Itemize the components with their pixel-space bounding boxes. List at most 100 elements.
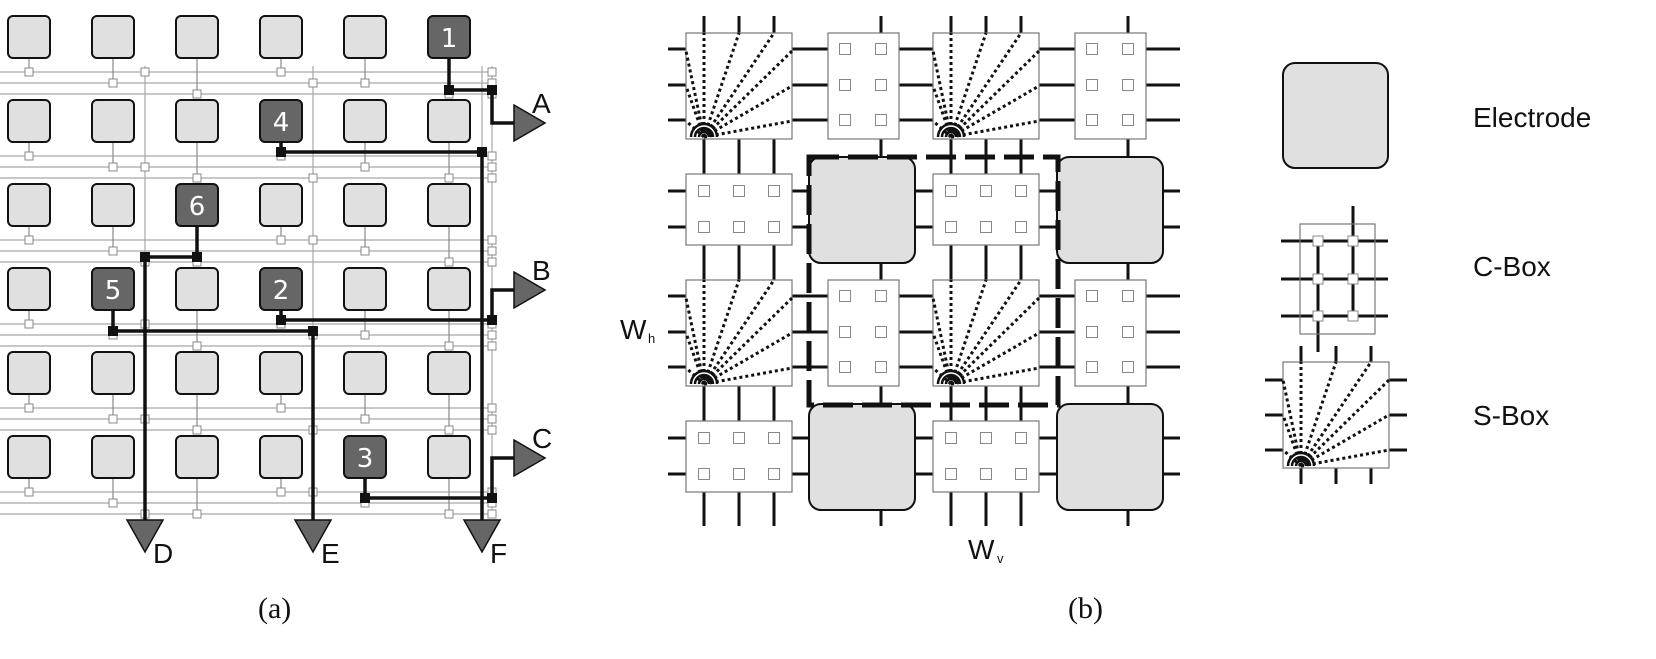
edge-switch <box>487 414 497 424</box>
c-box-switch <box>875 326 887 338</box>
electrode <box>175 99 219 143</box>
edge-switch <box>487 425 497 435</box>
electrode <box>259 435 303 479</box>
s-box <box>931 32 1041 140</box>
active-switch <box>276 147 286 157</box>
electrode <box>7 267 51 311</box>
c-box-switch <box>1015 185 1027 197</box>
electrode-number: 1 <box>441 24 458 54</box>
legend-cbox-label: C-Box <box>1473 251 1551 282</box>
c-box-switch <box>733 468 745 480</box>
track-switch <box>24 487 34 497</box>
switch-path <box>702 296 794 386</box>
electrode <box>91 15 135 59</box>
electrode <box>343 15 387 59</box>
switch-path <box>703 366 793 386</box>
arc <box>1294 459 1308 467</box>
output-port-icon <box>462 519 502 554</box>
arc <box>936 122 966 138</box>
c-box-switch <box>698 432 710 444</box>
arc <box>697 130 711 138</box>
electrode-number: 6 <box>189 192 206 222</box>
svg-text:v: v <box>997 551 1004 566</box>
electrode <box>808 403 916 511</box>
svg-text:h: h <box>648 331 655 346</box>
track-switch <box>24 235 34 245</box>
switch-path <box>1300 448 1390 468</box>
active-switch <box>276 315 286 325</box>
c-box-switch <box>839 79 851 91</box>
track-switch <box>360 78 370 88</box>
electrode <box>91 99 135 143</box>
c-box-switch <box>768 185 780 197</box>
legend-electrode-label: Electrode <box>1473 102 1591 133</box>
electrode-number: 4 <box>273 108 290 138</box>
c-box-switch <box>980 185 992 197</box>
output-label: D <box>153 538 173 569</box>
electrode-number: 5 <box>105 276 122 306</box>
c-box-switch <box>1086 290 1098 302</box>
panel-b <box>668 16 1180 526</box>
arc <box>944 130 958 138</box>
s-box <box>684 279 794 387</box>
track-switch <box>192 89 202 99</box>
electrode <box>1056 156 1164 264</box>
track-switch <box>140 67 150 77</box>
switch-path <box>950 84 1040 139</box>
track-switch <box>192 425 202 435</box>
switch-path <box>950 331 1040 386</box>
switch-path <box>949 279 1023 385</box>
electrode <box>427 99 471 143</box>
output-port-icon <box>513 270 547 310</box>
c-box <box>827 279 900 387</box>
c-box <box>685 173 793 246</box>
c-box-switch <box>1015 468 1027 480</box>
output-label: C <box>532 423 552 454</box>
c-box <box>685 420 793 493</box>
active-switch <box>487 493 497 503</box>
electrode <box>175 267 219 311</box>
edge-switch <box>487 151 497 161</box>
c-box-switch <box>1015 221 1027 233</box>
c-box-switch <box>1122 326 1134 338</box>
c-box-frame <box>827 32 900 140</box>
switch-path <box>702 279 776 385</box>
legend-sbox-icon <box>1281 361 1391 469</box>
active-switch <box>108 326 118 336</box>
track-switch <box>192 509 202 519</box>
c-box-frame <box>1299 223 1376 335</box>
switch-path <box>931 50 953 138</box>
c-box-frame <box>1074 279 1147 387</box>
c-box-switch <box>875 114 887 126</box>
c-box-switch <box>733 221 745 233</box>
electrode <box>7 435 51 479</box>
switch-path <box>1281 379 1303 467</box>
legend-electrode-icon <box>1282 62 1389 169</box>
c-box-frame <box>827 279 900 387</box>
switch-path <box>702 49 794 139</box>
c-box-switch <box>733 432 745 444</box>
track-switch <box>24 67 34 77</box>
track-switch <box>276 235 286 245</box>
switch-path <box>949 32 988 138</box>
c-box-switch <box>733 185 745 197</box>
s-box <box>684 32 794 140</box>
track-switch <box>24 403 34 413</box>
electrode <box>259 15 303 59</box>
c-box <box>827 32 900 140</box>
wh-label: W h <box>620 314 655 346</box>
switch-path <box>949 279 988 385</box>
c-box-frame <box>932 420 1040 493</box>
s-box <box>931 279 1041 387</box>
electrode <box>259 351 303 395</box>
electrode <box>808 156 916 264</box>
electrode <box>91 351 135 395</box>
output-port-icon <box>513 103 547 143</box>
edge-switch <box>487 403 497 413</box>
c-box-switch <box>839 43 851 55</box>
switch-path <box>1299 361 1373 467</box>
edge-switch <box>487 341 497 351</box>
c-box-frame <box>685 173 793 246</box>
track-switch <box>24 319 34 329</box>
